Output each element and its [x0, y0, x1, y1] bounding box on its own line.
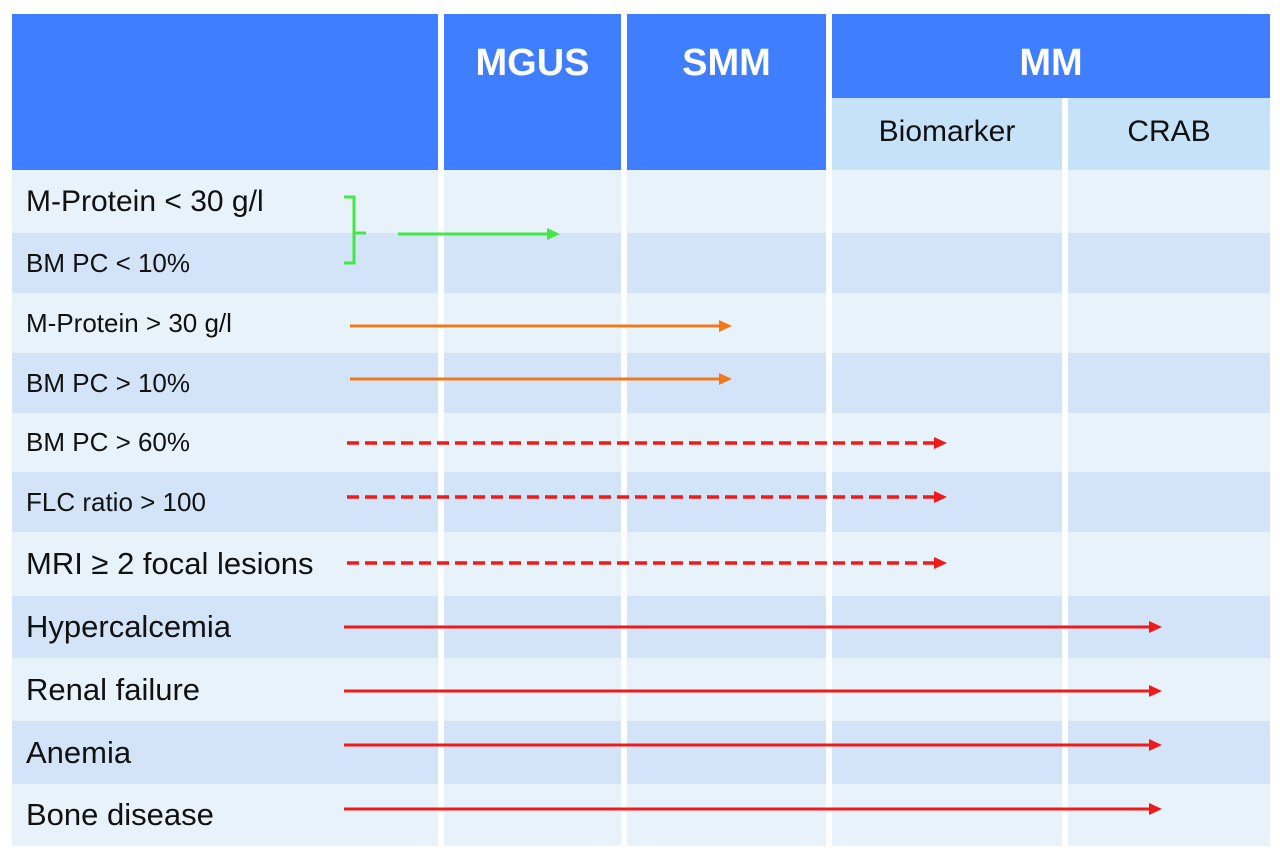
column-divider — [621, 14, 627, 853]
row-label: BM PC > 60% — [26, 427, 191, 457]
arrowhead-icon — [934, 491, 947, 503]
header-mm-label: MM — [1019, 42, 1083, 84]
row-label: FLC ratio > 100 — [26, 487, 206, 517]
table-row: BM PC > 10% — [12, 353, 1270, 413]
table-row: FLC ratio > 100 — [12, 472, 1270, 532]
subheader-biomarker: Biomarker — [832, 98, 1062, 170]
arrowhead-icon — [934, 437, 947, 449]
arrowhead-icon — [719, 373, 732, 385]
column-divider — [826, 14, 832, 853]
row-label: BM PC > 10% — [26, 368, 191, 398]
row-label: M-Protein < 30 g/l — [26, 185, 264, 218]
table-row: Anemia — [12, 721, 1270, 784]
row-label: Bone disease — [26, 797, 214, 832]
row-label: Hypercalcemia — [26, 609, 232, 644]
arrowhead-icon — [547, 228, 560, 240]
arrowhead-icon — [1149, 685, 1162, 697]
arrowhead-icon — [1149, 739, 1162, 751]
table-row: MRI ≥ 2 focal lesions — [12, 532, 1270, 596]
subheader-biomarker-label: Biomarker — [878, 115, 1016, 148]
subheader-crab: CRAB — [1068, 98, 1270, 170]
table-row: M-Protein > 30 g/l — [12, 293, 1270, 353]
table-row: BM PC < 10% — [12, 233, 1270, 293]
row-label: MRI ≥ 2 focal lesions — [26, 546, 314, 581]
header-mgus-label: MGUS — [475, 42, 590, 84]
header-smm-label: SMM — [682, 42, 771, 84]
table-row: Bone disease — [12, 784, 1270, 846]
bracket-icon — [344, 195, 366, 265]
column-divider — [1062, 98, 1068, 853]
header-mm: MM — [832, 14, 1270, 98]
row-label: M-Protein > 30 g/l — [26, 308, 232, 338]
table-row: M-Protein < 30 g/l — [12, 170, 1270, 233]
row-label: BM PC < 10% — [26, 248, 191, 278]
header-smm: SMM — [627, 14, 826, 170]
header-blank — [12, 14, 438, 170]
arrowhead-icon — [934, 557, 947, 569]
column-divider — [438, 14, 444, 853]
row-label: Anemia — [26, 735, 132, 770]
arrowhead-icon — [1149, 621, 1162, 633]
arrowhead-icon — [1149, 803, 1162, 815]
subheader-crab-label: CRAB — [1127, 115, 1211, 148]
row-label: Renal failure — [26, 672, 201, 707]
arrowhead-icon — [719, 320, 732, 332]
header-mgus: MGUS — [444, 14, 621, 170]
